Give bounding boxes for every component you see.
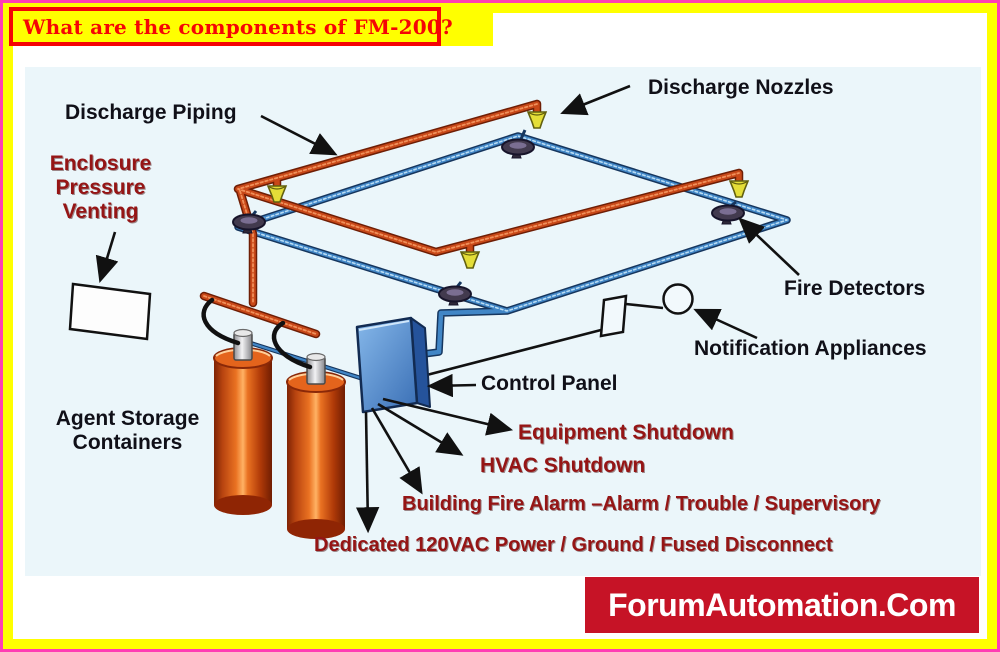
notification-wiring xyxy=(418,302,664,379)
label-dedicated-power: Dedicated 120VAC Power / Ground / Fused … xyxy=(314,534,833,556)
label-control-panel: Control Panel xyxy=(481,372,618,395)
label-fire-detectors: Fire Detectors xyxy=(784,277,926,300)
label-hvac-shutdown: HVAC Shutdown xyxy=(480,454,646,477)
site-branding: ForumAutomation.Com xyxy=(585,577,979,633)
notification-appliance-bell xyxy=(662,283,694,315)
label-enclosure-pressure-venting: Enclosure Pressure Venting xyxy=(49,152,152,224)
discharge-piping-pipes xyxy=(199,99,744,339)
annotation-arrows xyxy=(95,84,800,534)
fire-detector-heads xyxy=(232,129,745,306)
page-title: What are the components of FM-200? xyxy=(9,7,453,46)
label-notification-appliances: Notification Appliances xyxy=(694,337,927,360)
diagram-background xyxy=(25,67,981,576)
agent-storage-cylinders xyxy=(213,347,346,539)
flex-hoses xyxy=(201,297,313,370)
label-discharge-piping: Discharge Piping xyxy=(65,101,237,124)
page-title-text: What are the components of FM-200? xyxy=(23,14,453,39)
detection-wiring-loop xyxy=(234,132,791,359)
enclosure-vent-shape xyxy=(68,282,152,341)
notification-appliance-strobe xyxy=(599,294,628,338)
cylinder-valves xyxy=(233,328,326,385)
control-panel-box xyxy=(355,316,431,414)
site-branding-text: ForumAutomation.Com xyxy=(608,586,956,623)
label-equipment-shutdown: Equipment Shutdown xyxy=(518,421,734,444)
label-building-fire-alarm: Building Fire Alarm –Alarm / Trouble / S… xyxy=(402,493,881,515)
label-agent-storage-containers: Agent Storage Containers xyxy=(55,407,200,455)
label-discharge-nozzles: Discharge Nozzles xyxy=(648,76,834,99)
